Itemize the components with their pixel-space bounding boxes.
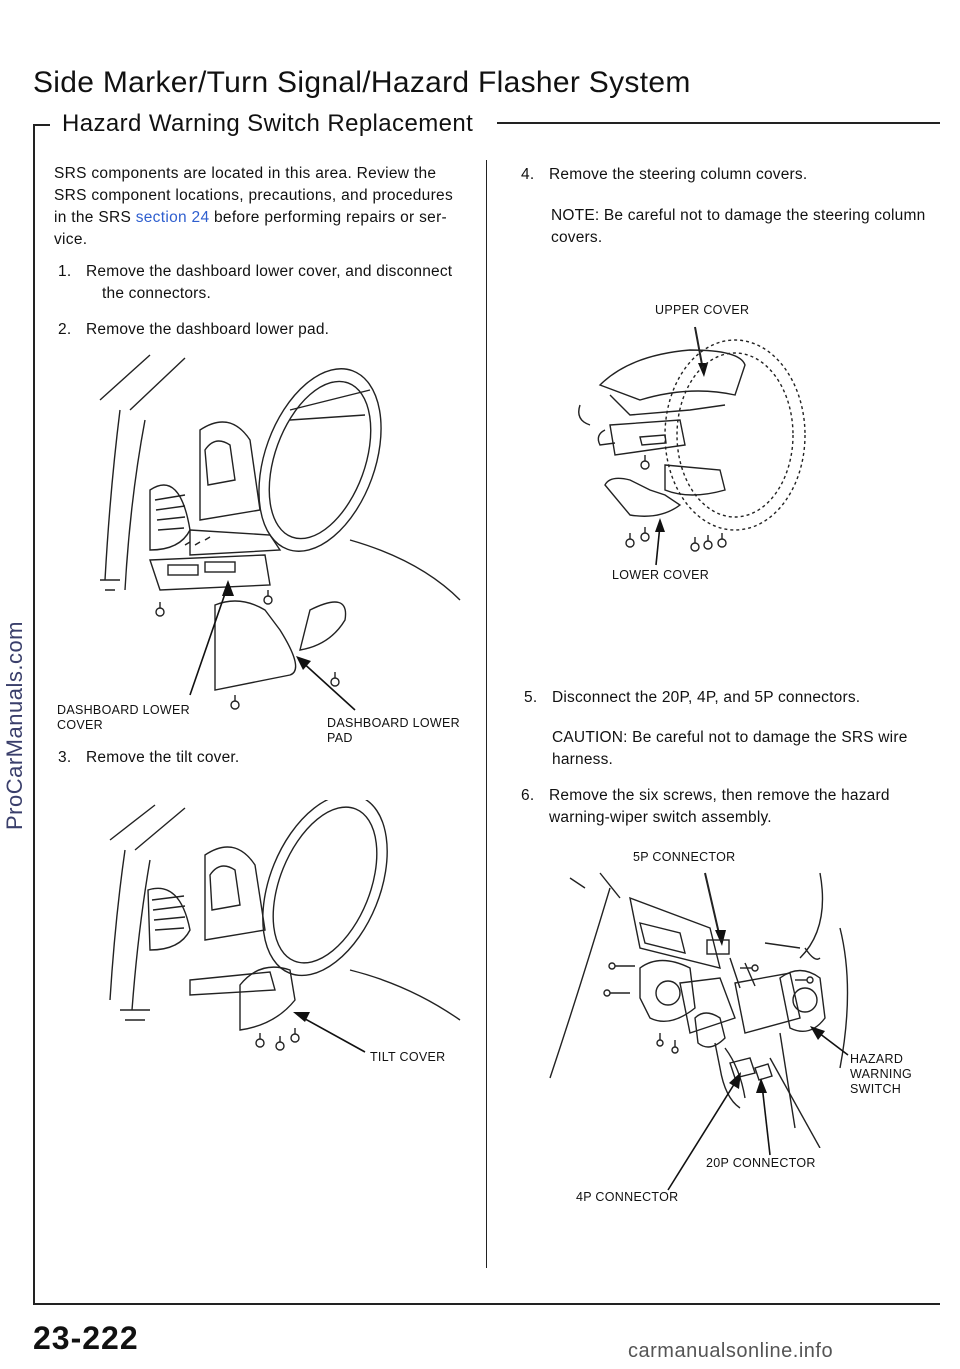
srs-warning-text: before performing repairs or ser-: [209, 209, 447, 226]
step-3: 3. Remove the tilt cover.: [58, 747, 358, 769]
label-lower-cover-steering: LOWER COVER: [612, 568, 710, 582]
label-hazard-warning-switch: HAZARD WARNING SWITCH: [850, 1052, 912, 1097]
step-1: 1. Remove the dashboard lower cover, and…: [58, 261, 468, 305]
step-text: Disconnect the 20P, 4P, and 5P connector…: [552, 689, 861, 706]
note-line: NOTE: Be careful not to damage the steer…: [551, 207, 926, 224]
label-line: WARNING: [850, 1067, 913, 1081]
label-4p-connector: 4P CONNECTOR: [576, 1190, 679, 1204]
step-text-line: Remove the dashboard lower cover, and di…: [86, 263, 453, 280]
caution-srs-harness: CAUTION: Be careful not to damage the SR…: [552, 727, 932, 771]
frame-left-rule: [33, 124, 35, 1304]
page-number: 23-222: [33, 1320, 139, 1356]
caution-line: CAUTION: Be careful not to damage the SR…: [552, 729, 908, 746]
srs-warning-line: SRS component locations, precautions, an…: [54, 187, 454, 204]
step-text-line: the connectors.: [102, 285, 211, 302]
step-number: 5.: [524, 689, 538, 706]
watermark-side: ProCarManuals.com: [2, 621, 32, 850]
section-subtitle: Hazard Warning Switch Replacement: [62, 110, 474, 137]
label-line: DASHBOARD LOWER: [57, 703, 190, 717]
column-divider: [486, 160, 487, 1268]
step-number: 3.: [58, 749, 72, 766]
label-line: PAD: [327, 731, 353, 745]
step-text: Remove the steering column covers.: [549, 166, 808, 183]
watermark-side-text: ProCarManuals.com: [2, 620, 27, 830]
srs-warning-line: SRS components are located in this area.…: [54, 165, 437, 182]
dashboard-lower-cover-illustration: [90, 350, 470, 720]
steering-column-covers-illustration: [570, 325, 830, 565]
step-5: 5. Disconnect the 20P, 4P, and 5P connec…: [524, 687, 934, 709]
srs-warning-line: in the SRS section 24 before performing …: [54, 207, 464, 229]
note-line: covers.: [551, 229, 603, 246]
label-upper-cover: UPPER COVER: [655, 303, 750, 317]
caution-line: harness.: [552, 751, 614, 768]
step-number: 2.: [58, 321, 72, 338]
header-rule-left: [33, 124, 50, 126]
step-number: 4.: [521, 166, 535, 183]
section-24-link[interactable]: section 24: [135, 209, 210, 226]
step-text-line: Remove the six screws, then remove the h…: [549, 787, 890, 804]
step-2: 2. Remove the dashboard lower pad.: [58, 319, 468, 341]
label-line: SWITCH: [850, 1082, 902, 1096]
step-number: 6.: [521, 787, 535, 804]
label-line: COVER: [57, 718, 103, 732]
watermark-bottom: carmanualsonline.info: [628, 1340, 834, 1362]
label-20p-connector: 20P CONNECTOR: [706, 1156, 816, 1170]
step-number: 1.: [58, 263, 72, 280]
step-6: 6. Remove the six screws, then remove th…: [521, 785, 931, 829]
step-text: Remove the dashboard lower cover, and di…: [86, 261, 452, 305]
srs-warning-line: vice.: [54, 231, 88, 248]
label-line: DASHBOARD LOWER: [327, 716, 460, 730]
page-title: Side Marker/Turn Signal/Hazard Flasher S…: [33, 66, 691, 99]
srs-warning: SRS components are located in this area.…: [54, 163, 464, 251]
label-tilt-cover: TILT COVER: [370, 1050, 446, 1064]
step-text-line: warning-wiper switch assembly.: [549, 809, 772, 826]
label-dashboard-lower-cover: DASHBOARD LOWER COVER: [57, 703, 190, 733]
header-rule-right: [497, 122, 940, 124]
tilt-cover-illustration: [90, 800, 470, 1070]
step-text: Remove the tilt cover.: [86, 749, 240, 766]
step-text: Remove the six screws, then remove the h…: [549, 785, 890, 829]
frame-bottom-rule: [33, 1303, 940, 1305]
step-4: 4. Remove the steering column covers.: [521, 164, 931, 186]
srs-warning-text: in the SRS: [54, 209, 136, 226]
label-line: HAZARD: [850, 1052, 904, 1066]
label-dashboard-lower-pad: DASHBOARD LOWER PAD: [327, 716, 460, 746]
label-5p-connector: 5P CONNECTOR: [633, 850, 736, 864]
step-text: Remove the dashboard lower pad.: [86, 321, 330, 338]
note-steering-covers: NOTE: Be careful not to damage the steer…: [551, 205, 931, 249]
hazard-switch-assembly-illustration: [540, 868, 870, 1148]
